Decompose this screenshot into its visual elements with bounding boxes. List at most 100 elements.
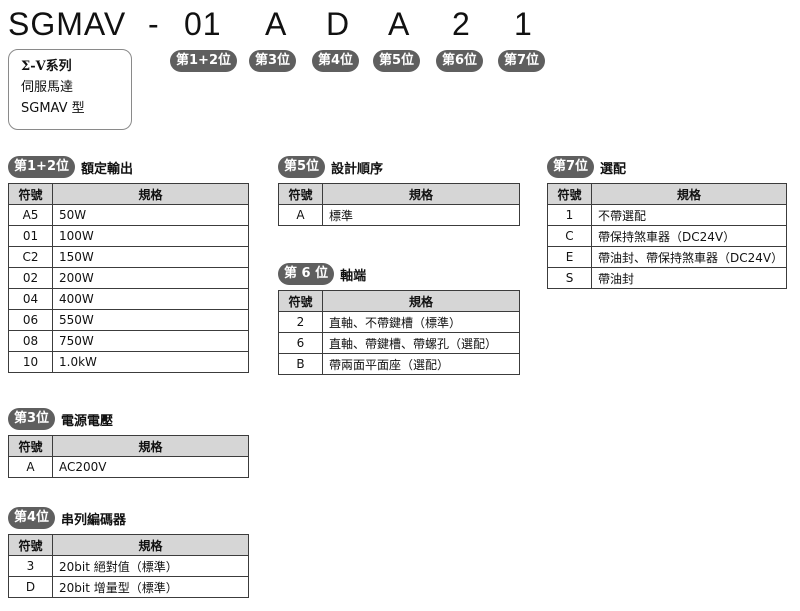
row-code: A5	[8, 204, 53, 226]
row-code: S	[547, 267, 592, 289]
code-header: 符號	[278, 290, 323, 312]
model-type: SGMAV 型	[21, 101, 85, 116]
row-code: C	[547, 225, 592, 247]
section-pill: 第7位	[547, 156, 595, 178]
row-code: 10	[8, 351, 53, 373]
code-header: 符號	[8, 534, 53, 556]
row-code: 04	[8, 288, 53, 310]
position-pill-6: 第6位	[436, 50, 484, 72]
model-code-6: 2	[452, 6, 471, 42]
row-code: E	[547, 246, 592, 268]
section-title: 電源電壓	[61, 413, 114, 429]
model-code-3: A	[265, 6, 288, 42]
row-code: B	[278, 353, 323, 375]
row-code: A	[8, 456, 53, 478]
spec-header: 規格	[52, 183, 249, 205]
row-spec: 50W	[52, 204, 249, 226]
section-pill: 第3位	[8, 408, 56, 430]
row-code: 3	[8, 555, 53, 577]
model-dash: -	[148, 6, 160, 42]
spec-header: 規格	[591, 183, 787, 205]
section-title: 軸端	[340, 268, 367, 284]
section-pill: 第4位	[8, 507, 56, 529]
row-spec: AC200V	[52, 456, 249, 478]
model-code-4: D	[326, 6, 351, 42]
spec-header: 規格	[52, 534, 249, 556]
row-spec: 750W	[52, 330, 249, 352]
section-title: 串列編碼器	[61, 512, 127, 528]
row-spec: 150W	[52, 246, 249, 268]
section-pill: 第1+2位	[8, 156, 75, 178]
section-pill: 第5位	[278, 156, 326, 178]
row-code: C2	[8, 246, 53, 268]
row-code: 2	[278, 311, 323, 333]
row-spec: 標準	[322, 204, 520, 226]
model-prefix: SGMAV	[8, 6, 127, 42]
row-spec: 直軸、不帶鍵槽（標準）	[322, 311, 520, 333]
model-code-5: A	[388, 6, 411, 42]
row-spec: 400W	[52, 288, 249, 310]
code-header: 符號	[8, 183, 53, 205]
section-pill: 第 6 位	[278, 263, 335, 285]
spec-header: 規格	[52, 435, 249, 457]
row-code: D	[8, 576, 53, 598]
section-title: 額定輸出	[80, 161, 133, 177]
row-spec: 20bit 絕對值（標準）	[52, 555, 249, 577]
code-header: 符號	[8, 435, 53, 457]
row-code: 6	[278, 332, 323, 354]
row-code: A	[278, 204, 323, 226]
position-pill-1-2: 第1+2位	[170, 50, 237, 72]
product-type: 伺服馬達	[21, 80, 74, 95]
row-spec: 20bit 增量型（標準）	[52, 576, 249, 598]
position-pill-4: 第4位	[312, 50, 360, 72]
table-row: A5 50W	[8, 204, 249, 226]
row-spec: 直軸、帶鍵槽、帶螺孔（選配）	[322, 332, 520, 354]
row-code: 08	[8, 330, 53, 352]
row-spec: 550W	[52, 309, 249, 331]
code-header: 符號	[278, 183, 323, 205]
model-code-7: 1	[514, 6, 533, 42]
series-box: Σ-V系列 伺服馬達 SGMAV 型	[8, 49, 132, 130]
model-code-1-2: 01	[184, 6, 222, 42]
position-pill-5: 第5位	[373, 50, 421, 72]
row-spec: 帶油封	[591, 267, 787, 289]
row-code: 06	[8, 309, 53, 331]
row-code: 01	[8, 225, 53, 247]
spec-header: 規格	[322, 183, 520, 205]
row-code: 02	[8, 267, 53, 289]
section-title: 選配	[600, 161, 627, 177]
row-spec: 帶保持煞車器（DC24V）	[591, 225, 787, 247]
position-pill-3: 第3位	[249, 50, 297, 72]
row-spec: 1.0kW	[52, 351, 249, 373]
spec-header: 規格	[322, 290, 520, 312]
row-spec: 100W	[52, 225, 249, 247]
code-header: 符號	[547, 183, 592, 205]
